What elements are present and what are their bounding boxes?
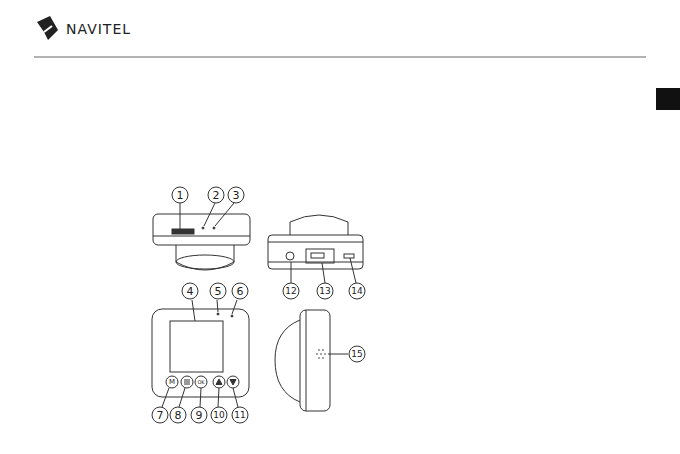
callout-number: 9 bbox=[196, 410, 203, 421]
callout-number: 10 bbox=[213, 411, 224, 420]
callout-number: 6 bbox=[237, 286, 244, 297]
callout-number: 3 bbox=[233, 190, 240, 201]
button-label: M bbox=[169, 379, 175, 386]
callout-number: 4 bbox=[187, 286, 194, 297]
callout-number: 2 bbox=[213, 190, 220, 201]
callout-number: 1 bbox=[177, 190, 184, 201]
brand-logo: NAVITEL bbox=[66, 22, 131, 36]
callout-number: 7 bbox=[157, 410, 164, 421]
callout-number: 5 bbox=[215, 286, 222, 297]
button-label: OK bbox=[197, 380, 204, 385]
callout-number: 13 bbox=[319, 287, 330, 296]
callout-number: 14 bbox=[351, 287, 362, 296]
callout-number: 11 bbox=[234, 411, 245, 420]
callout-number: 12 bbox=[285, 287, 296, 296]
callout-number: 15 bbox=[351, 350, 362, 359]
callout-number: 8 bbox=[175, 410, 182, 421]
